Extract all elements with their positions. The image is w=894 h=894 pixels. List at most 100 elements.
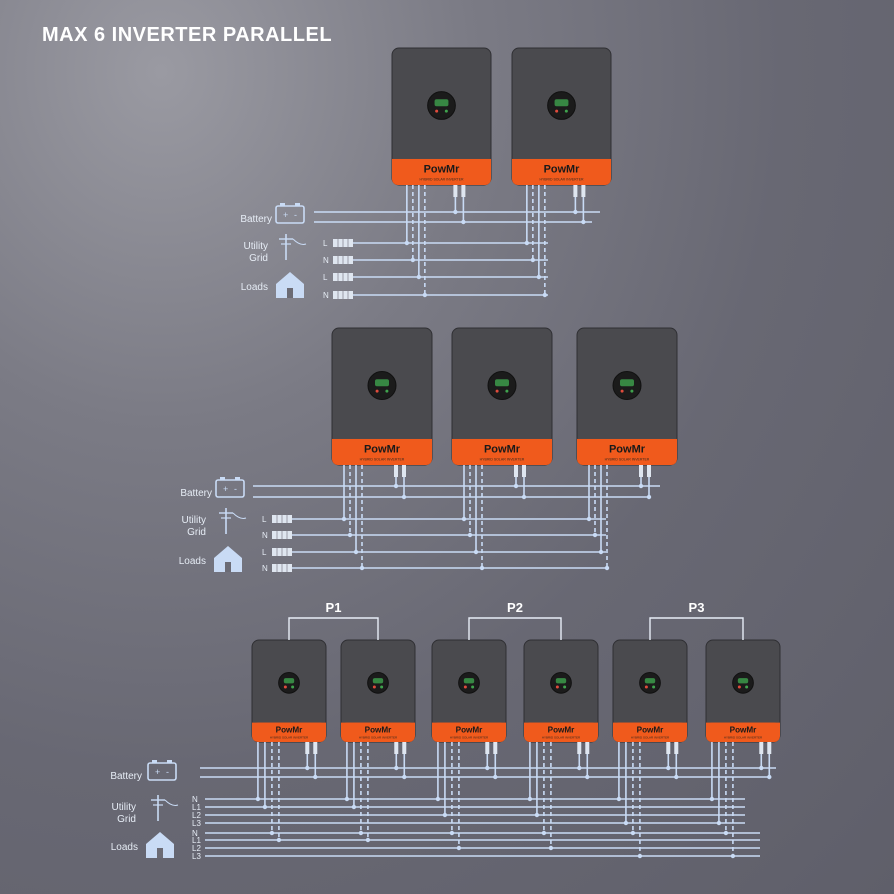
dc-terminal [313,742,318,754]
utility-pole-icon [219,508,247,534]
brand-logo: PowMr [730,726,757,735]
junction-dot [341,516,347,522]
display-led [652,685,656,689]
brand-logo: PowMr [364,444,401,456]
junction-dot [401,494,407,500]
page-title: MAX 6 INVERTER PARALLEL [42,24,333,46]
junction-dot [536,274,542,280]
dc-terminal [514,465,518,477]
battery-plus: + [283,210,288,220]
display-led [375,389,379,393]
junction-dot [524,240,530,246]
junction-dot [646,494,652,500]
phase-group-label: P3 [689,600,705,615]
junction-dot [604,565,610,571]
junction-dot [344,796,350,802]
battery-pole [152,760,157,763]
junction-dot [716,820,722,826]
display-digits [737,678,749,684]
grid-terminal-label-L1: L1 [192,803,201,812]
product-subtitle: HYBRID SOLAR INVERTER [270,736,309,740]
dc-terminal [581,185,586,197]
load-terminal-label-N: N [192,829,198,838]
battery-body [275,205,305,224]
battery-pole [220,477,225,480]
display-led [495,389,499,393]
display-digits [375,379,389,387]
terminal-label-L: L [323,273,328,282]
display-digits [283,678,295,684]
junction-dot [598,549,604,555]
junction-dot [353,549,359,555]
junction-dot [581,219,586,225]
display-led [291,685,295,689]
display-led [564,109,568,113]
junction-dot [527,796,533,802]
display-led [380,685,384,689]
house-door [157,848,163,858]
dc-terminal [493,742,498,754]
display-led [444,109,448,113]
terminal-label-L: L [262,515,267,524]
junction-dot [637,853,643,859]
house-shape [214,546,242,572]
display-led [471,685,475,689]
terminal-label-N: N [262,564,268,573]
legend-utility-grid-line2: Grid [249,253,268,264]
display-digits [372,678,384,684]
battery-pole [235,477,240,480]
display-led [745,685,749,689]
terminal-label-L: L [262,548,267,557]
legend-utility-grid-line2: Grid [187,527,206,538]
dc-terminal [674,742,679,754]
battery-minus: - [234,484,237,494]
product-subtitle: HYBRID SOLAR INVERTER [419,177,464,181]
utility-pole-icon [279,234,307,260]
junction-dot [548,845,554,851]
junction-dot [359,565,365,571]
dc-terminal [666,742,671,754]
power-line [164,799,179,806]
junction-dot [709,796,715,802]
legend-utility-grid-line1: Utility [112,802,136,813]
junction-dot [442,812,448,818]
junction-dot [521,494,527,500]
junction-dot [493,774,498,780]
junction-dot [479,565,485,571]
battery-pole [295,203,300,206]
junction-dot [577,765,582,771]
junction-dot [759,765,764,771]
junction-dot [365,837,371,843]
house-icon [276,272,304,298]
junction-dot [623,820,629,826]
legend-loads: Loads [111,842,138,853]
inverter-orange-band-top [392,158,491,170]
display-digits [434,99,449,107]
dc-terminal [759,742,764,754]
inverter-orange-band-top [706,722,780,731]
dc-terminal [585,742,590,754]
phase-group-bracket [649,617,744,640]
junction-dot [435,796,441,802]
legend-utility-grid-line1: Utility [244,241,268,252]
battery-body [215,479,245,498]
battery-plus: + [155,767,160,777]
junction-dot [416,274,422,280]
terminal-label-L: L [323,239,328,248]
product-subtitle: HYBRID SOLAR INVERTER [539,177,584,181]
dc-terminal [394,742,399,754]
product-subtitle: HYBRID SOLAR INVERTER [450,736,489,740]
house-shape [276,272,304,298]
display-led [372,685,376,689]
junction-dot [513,483,519,489]
junction-dot [351,804,357,810]
display-led [737,685,741,689]
junction-dot [453,209,458,215]
junction-dot [630,830,636,836]
